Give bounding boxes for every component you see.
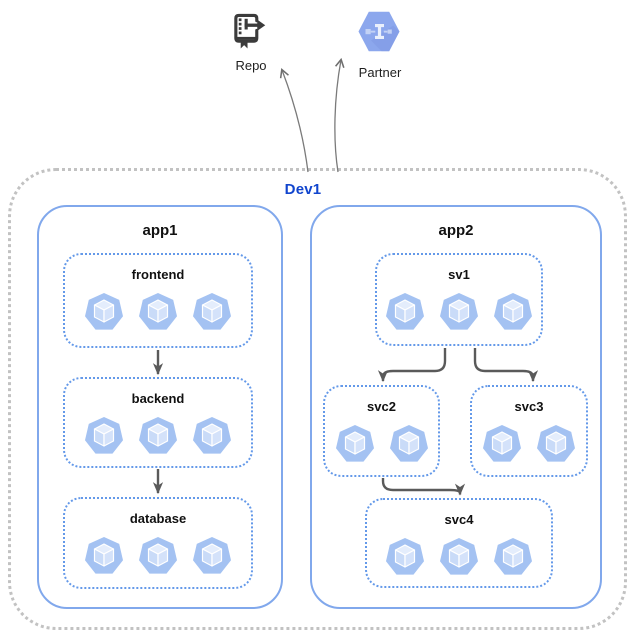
pod-icon xyxy=(193,537,231,574)
service-box-svc4: svc4 xyxy=(365,498,553,588)
pods-row-sv1 xyxy=(385,293,533,331)
edge-dev1-repo xyxy=(279,67,309,173)
repo-label: Repo xyxy=(235,58,267,73)
pod-icon xyxy=(483,425,521,462)
service-box-svc3: svc3 xyxy=(470,385,588,477)
pod-icon xyxy=(139,293,177,330)
pods-row-backend xyxy=(84,417,232,455)
service-label-sv1: sv1 xyxy=(448,267,470,282)
pod-icon xyxy=(193,293,231,330)
pods-row-database xyxy=(84,537,232,575)
service-box-backend: backend xyxy=(63,377,253,468)
service-label-svc3: svc3 xyxy=(514,399,544,414)
pod-icon xyxy=(494,538,532,575)
pod-icon xyxy=(85,417,123,454)
pod-icon xyxy=(85,537,123,574)
edge-dev1-partner xyxy=(334,57,345,173)
source-repo-icon xyxy=(234,13,266,49)
app2-label: app2 xyxy=(438,222,474,239)
dev1-label: Dev1 xyxy=(284,181,322,198)
pod-icon xyxy=(440,538,478,575)
pod-icon xyxy=(386,293,424,330)
dev1-boundary xyxy=(8,168,627,630)
partner-label: Partner xyxy=(358,65,402,80)
service-box-frontend: frontend xyxy=(63,253,253,348)
service-box-svc2: svc2 xyxy=(323,385,440,477)
service-label-svc2: svc2 xyxy=(367,399,396,414)
pod-icon xyxy=(139,417,177,454)
pod-icon xyxy=(193,417,231,454)
service-label-svc4: svc4 xyxy=(444,512,474,527)
pods-row-svc2 xyxy=(335,425,429,463)
pods-row-frontend xyxy=(84,293,232,331)
pod-icon xyxy=(440,293,478,330)
pod-icon xyxy=(389,425,428,462)
service-box-sv1: sv1 xyxy=(375,253,543,346)
app1-label: app1 xyxy=(142,222,178,239)
service-label-backend: backend xyxy=(131,391,185,406)
pod-icon xyxy=(335,425,374,462)
pod-icon xyxy=(537,425,575,462)
pod-icon xyxy=(85,293,123,330)
pod-icon xyxy=(139,537,177,574)
service-label-frontend: frontend xyxy=(131,267,185,282)
pod-icon xyxy=(386,538,424,575)
pod-icon xyxy=(494,293,532,330)
service-box-database: database xyxy=(63,497,253,589)
pods-row-svc4 xyxy=(385,538,533,576)
service-label-database: database xyxy=(129,511,187,526)
pods-row-svc3 xyxy=(482,425,576,463)
partner-icon xyxy=(358,11,400,52)
